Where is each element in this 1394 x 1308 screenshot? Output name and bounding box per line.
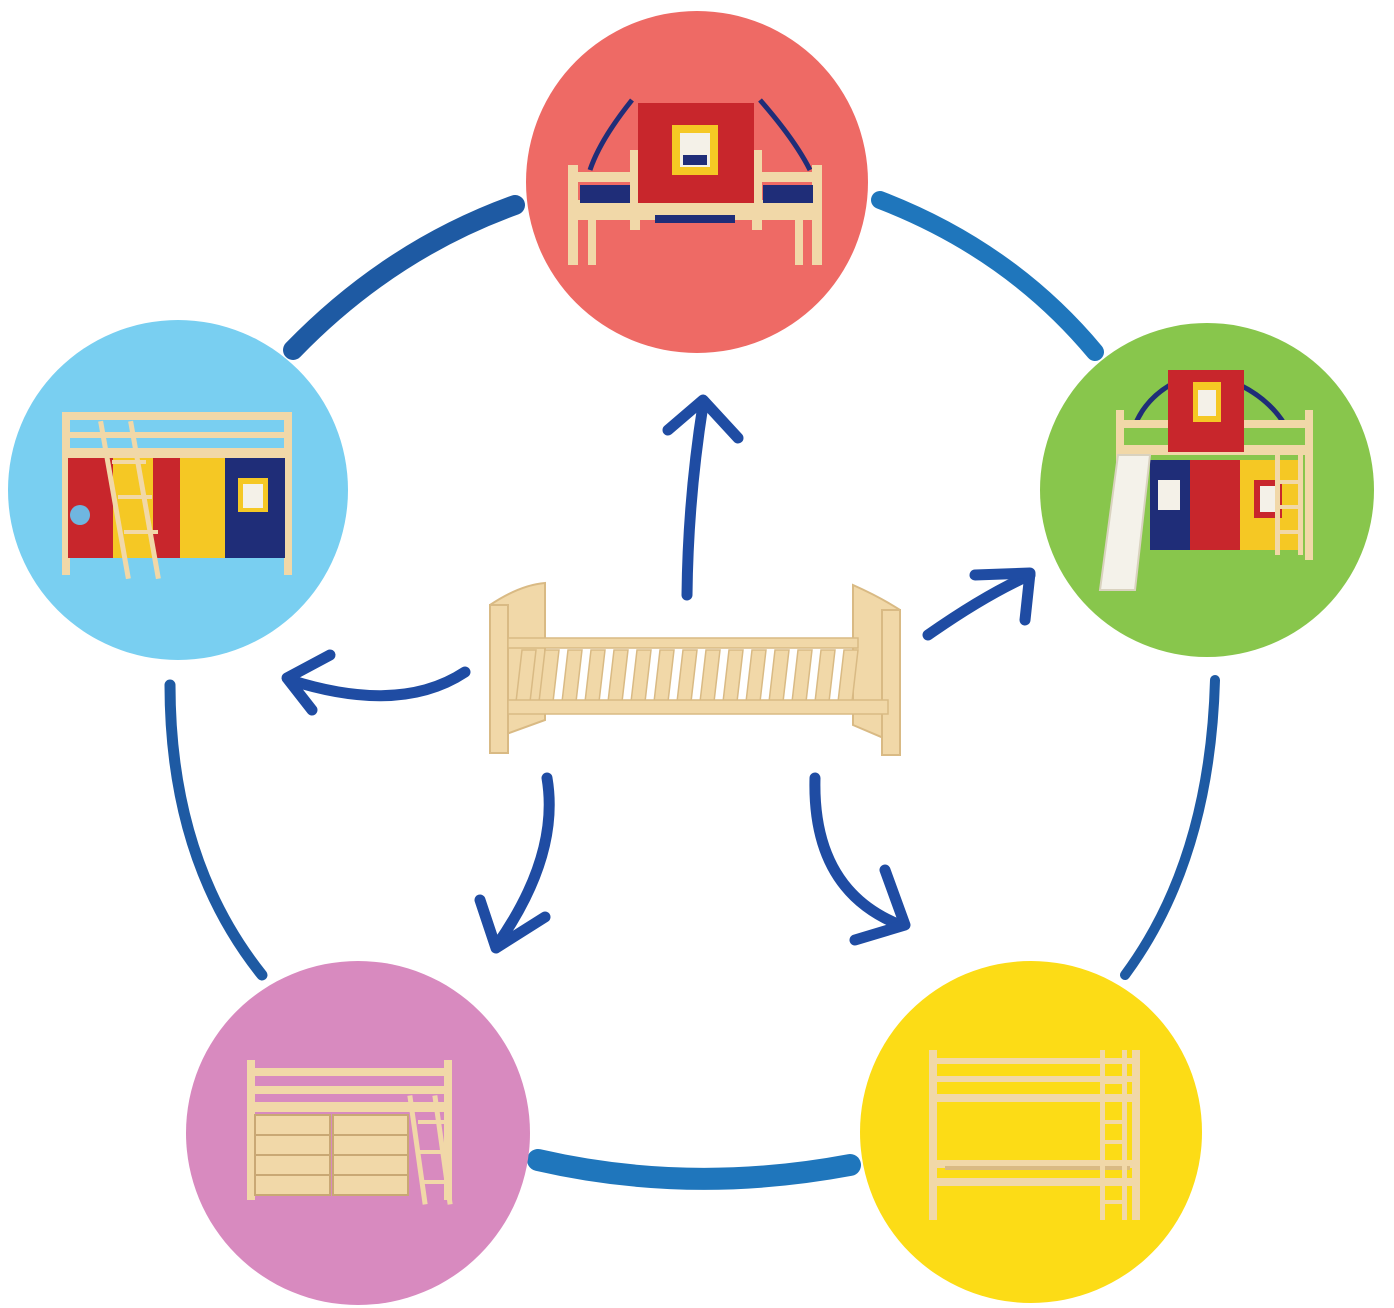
bed-slat [768,649,790,703]
ring-arc-bottom [527,1149,861,1190]
ring-arc-left [164,679,268,981]
bed-slat [607,649,629,703]
bed-slat [561,649,583,703]
loft-bed-dressers-illustration [247,1060,453,1205]
ring-arc-top-left [283,195,525,360]
loft-bed-slide-illustration [1098,370,1313,591]
center-basic-bed [489,581,901,756]
loft-bed-curtain-illustration [62,412,292,580]
bed-slat [584,649,606,703]
arrow-to-tent-bed [662,394,744,601]
bed-slat [814,649,836,703]
tent-bed-illustration [568,98,822,265]
transform-arrows [281,394,1036,954]
bed-slat [630,649,652,703]
bunk-bed-illustration [929,1050,1140,1220]
ring-arc-right [1120,675,1220,980]
bed-slat [722,649,744,703]
node-bunk-bed [860,961,1202,1303]
arrow-to-loft-curtain [281,649,471,716]
bed-slat [653,649,675,703]
bed-slat [791,649,813,703]
arrow-to-bunk-bed [809,772,911,946]
bed-slats [515,649,859,703]
bed-slat [745,649,767,703]
cycle-ring [164,191,1220,1190]
bed-slat [699,649,721,703]
ring-arc-top-right [871,191,1104,361]
arrow-to-loft-dressers [474,772,555,954]
arrow-to-loft-slide [922,567,1036,641]
bed-slat [676,649,698,703]
